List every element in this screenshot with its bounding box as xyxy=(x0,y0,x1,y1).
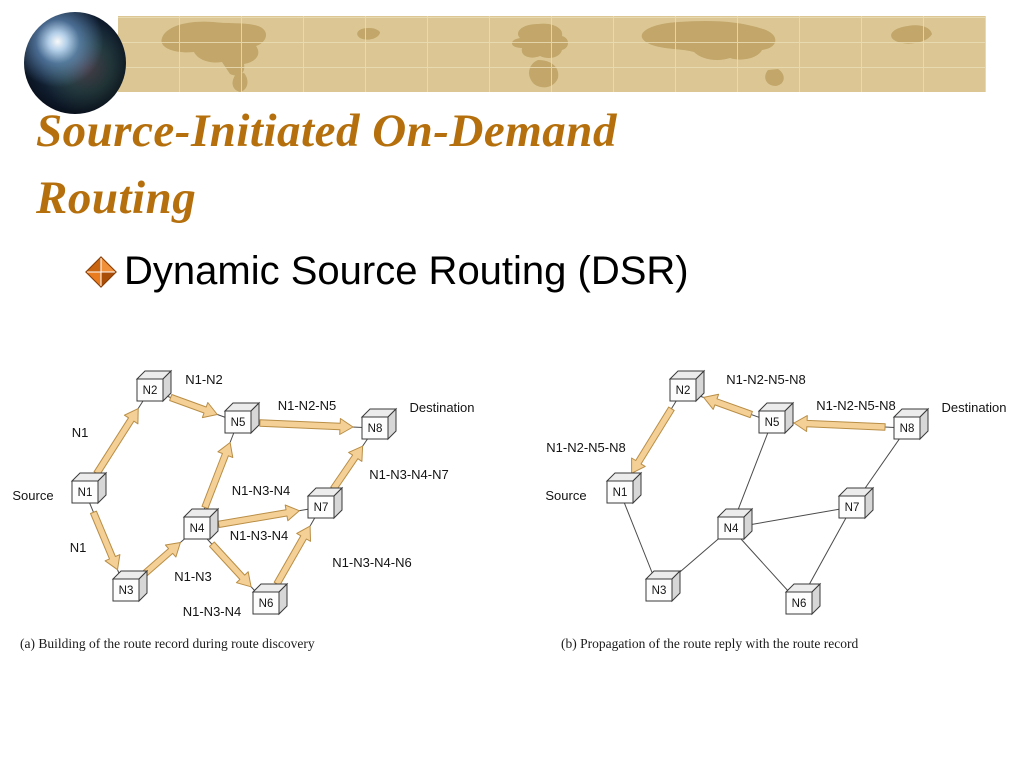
node-label: N1 xyxy=(613,487,628,499)
banner xyxy=(118,16,986,92)
destination-label: Destination xyxy=(409,400,474,415)
node-front-face xyxy=(669,378,697,402)
edge-label: N1-N2-N5-N8 xyxy=(546,440,625,455)
network-node-N8: N8 xyxy=(892,407,930,441)
bullet-text: Dynamic Source Routing (DSR) xyxy=(124,249,689,293)
route-arrow xyxy=(217,504,300,528)
node-front-face xyxy=(136,378,164,402)
node-label: N2 xyxy=(143,385,158,397)
node-label: N4 xyxy=(724,523,739,535)
node-front-face xyxy=(606,480,634,504)
node-front-face xyxy=(785,591,813,615)
node-front-face xyxy=(717,516,745,540)
diagram-route-discovery: N1N2N3N4N5N6N7N8SourceDestinationN1N1N1-… xyxy=(12,369,475,619)
network-node-N1: N1 xyxy=(70,471,108,505)
route-arrow xyxy=(703,393,753,419)
route-arrow xyxy=(259,418,354,435)
node-front-face xyxy=(893,416,921,440)
caption-b: (b) Propagation of the route reply with … xyxy=(561,636,859,651)
bullet-item: Dynamic Source Routing (DSR) xyxy=(84,247,689,295)
node-label: N7 xyxy=(314,502,329,514)
world-map-icon xyxy=(161,20,932,92)
node-label: N8 xyxy=(368,423,383,435)
node-front-face xyxy=(645,578,673,602)
source-label: Source xyxy=(545,488,586,503)
node-label: N5 xyxy=(231,417,246,429)
route-arrow xyxy=(93,408,139,476)
edge-label: N1-N3-N4 xyxy=(230,528,289,543)
route-arrow xyxy=(793,415,886,432)
node-front-face xyxy=(361,416,389,440)
node-label: N8 xyxy=(900,423,915,435)
edge-label: N1-N3-N4 xyxy=(232,483,291,498)
edge-label: N1-N3-N4-N6 xyxy=(332,555,411,570)
node-label: N5 xyxy=(765,417,780,429)
node-label: N2 xyxy=(676,385,691,397)
node-front-face xyxy=(71,480,99,504)
route-arrow xyxy=(90,510,121,571)
network-node-N5: N5 xyxy=(757,401,795,435)
node-label: N1 xyxy=(78,487,93,499)
edge-label: N1-N2-N5-N8 xyxy=(816,398,895,413)
route-arrow xyxy=(330,445,364,492)
node-label: N4 xyxy=(190,523,205,535)
node-front-face xyxy=(252,591,280,615)
node-front-face xyxy=(183,516,211,540)
edge-label: N1 xyxy=(72,425,89,440)
edge-label: N1 xyxy=(70,540,87,555)
title-line-2: Routing xyxy=(36,171,197,224)
source-label: Source xyxy=(12,488,53,503)
node-label: N3 xyxy=(119,585,134,597)
network-node-N2: N2 xyxy=(135,369,173,403)
node-label: N7 xyxy=(845,502,860,514)
edge-label: N1-N3 xyxy=(174,569,212,584)
node-front-face xyxy=(838,495,866,519)
node-front-face xyxy=(307,495,335,519)
caption-a: (a) Building of the route record during … xyxy=(20,636,315,651)
network-node-N3: N3 xyxy=(644,569,682,603)
network-node-N6: N6 xyxy=(251,582,289,616)
node-label: N6 xyxy=(792,598,807,610)
node-label: N6 xyxy=(259,598,274,610)
network-node-N8: N8 xyxy=(360,407,398,441)
globe-logo xyxy=(24,12,126,114)
slide-title: Source-Initiated On-Demand Routing xyxy=(36,98,796,231)
network-node-N1: N1 xyxy=(605,471,643,505)
diagram-route-reply: N1N2N3N4N5N6N7N8SourceDestinationN1-N2-N… xyxy=(545,369,1007,616)
diamond-bullet-icon xyxy=(85,256,117,288)
title-line-1: Source-Initiated On-Demand xyxy=(36,105,617,157)
node-label: N3 xyxy=(652,585,667,597)
edge-label: N1-N2-N5 xyxy=(278,398,337,413)
route-arrow xyxy=(201,442,234,510)
network-node-N7: N7 xyxy=(306,486,344,520)
route-arrow xyxy=(209,541,252,588)
network-node-N2: N2 xyxy=(668,369,706,403)
network-node-N6: N6 xyxy=(784,582,822,616)
node-front-face xyxy=(112,578,140,602)
edge-label: N1-N2-N5-N8 xyxy=(726,372,805,387)
network-node-N5: N5 xyxy=(223,401,261,435)
node-front-face xyxy=(758,410,786,434)
network-node-N3: N3 xyxy=(111,569,149,603)
edge-label: N1-N3-N4-N7 xyxy=(369,467,448,482)
route-arrow xyxy=(273,525,311,586)
route-arrow xyxy=(169,394,218,419)
network-node-N7: N7 xyxy=(837,486,875,520)
route-arrow xyxy=(631,406,675,474)
destination-label: Destination xyxy=(941,400,1006,415)
network-node-N4: N4 xyxy=(182,507,220,541)
edge-label: N1-N3-N4 xyxy=(183,604,242,619)
edge-label: N1-N2 xyxy=(185,372,223,387)
route-arrow xyxy=(140,542,181,579)
network-node-N4: N4 xyxy=(716,507,754,541)
node-front-face xyxy=(224,410,252,434)
